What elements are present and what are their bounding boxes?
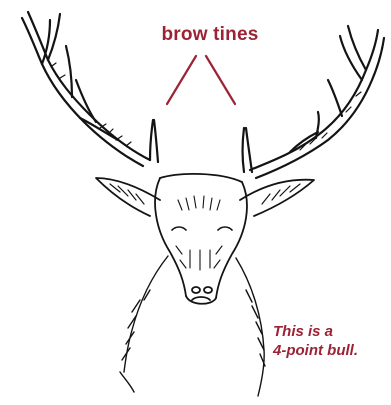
- left-ear: [96, 178, 160, 216]
- right-antler: [243, 26, 385, 178]
- right-ear: [240, 180, 314, 216]
- caption: This is a 4-point bull.: [273, 322, 388, 360]
- neck-mane: [120, 256, 265, 396]
- brow-tines-label: brow tines: [140, 24, 280, 46]
- left-antler: [22, 12, 158, 166]
- eyes: [172, 227, 232, 230]
- caption-line-2: 4-point bull.: [273, 341, 388, 360]
- brow-tine-pointers: [167, 56, 235, 104]
- face-shading: [176, 196, 222, 270]
- head-outline: [155, 174, 247, 304]
- caption-line-1: This is a: [273, 322, 388, 341]
